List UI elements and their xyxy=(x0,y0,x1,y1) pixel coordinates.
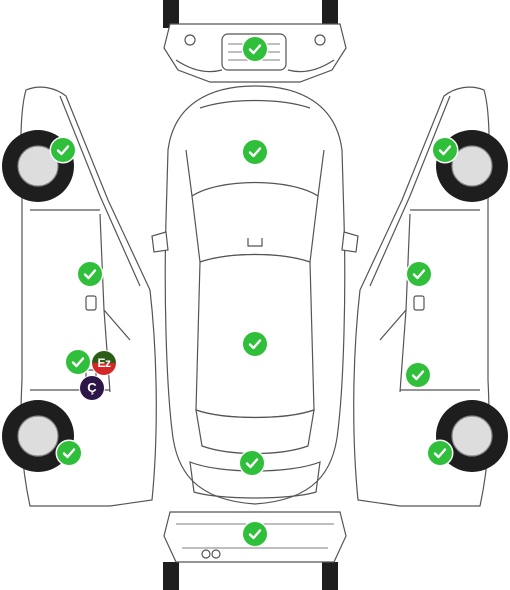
left-front-door-check[interactable] xyxy=(78,262,102,286)
check-icon xyxy=(56,145,70,156)
ez-badge[interactable]: Ez xyxy=(92,351,116,375)
front-tire-right xyxy=(322,0,338,28)
front-bumper-check[interactable] xyxy=(243,37,267,61)
check-icon xyxy=(71,357,85,368)
check-icon xyxy=(412,269,426,280)
rear-bumper-check[interactable] xyxy=(243,522,267,546)
windshield xyxy=(191,181,319,263)
left-rear-door-check[interactable] xyxy=(66,350,90,374)
check-icon xyxy=(62,448,76,459)
check-icon xyxy=(83,269,97,280)
right-front-fender-check[interactable] xyxy=(433,138,457,162)
rear-tire-left xyxy=(163,562,179,590)
rear-tire-right xyxy=(322,562,338,590)
left-rear-fender-check[interactable] xyxy=(57,441,81,465)
roof-check[interactable] xyxy=(243,332,267,356)
check-icon xyxy=(248,44,262,55)
rear-window xyxy=(195,409,315,455)
check-icon xyxy=(433,448,447,459)
check-icon xyxy=(248,529,262,540)
check-icon xyxy=(248,147,262,158)
check-icon xyxy=(245,458,259,469)
hood-check[interactable] xyxy=(243,140,267,164)
check-icon xyxy=(438,145,452,156)
left-front-fender-check[interactable] xyxy=(51,138,75,162)
c-badge[interactable]: Ç xyxy=(80,376,104,400)
trunk-check[interactable] xyxy=(240,451,264,475)
check-icon xyxy=(411,370,425,381)
front-tire-left xyxy=(163,0,179,28)
right-front-door-check[interactable] xyxy=(407,262,431,286)
right-rear-door-check[interactable] xyxy=(406,363,430,387)
right-rear-fender-check[interactable] xyxy=(428,441,452,465)
check-icon xyxy=(248,339,262,350)
